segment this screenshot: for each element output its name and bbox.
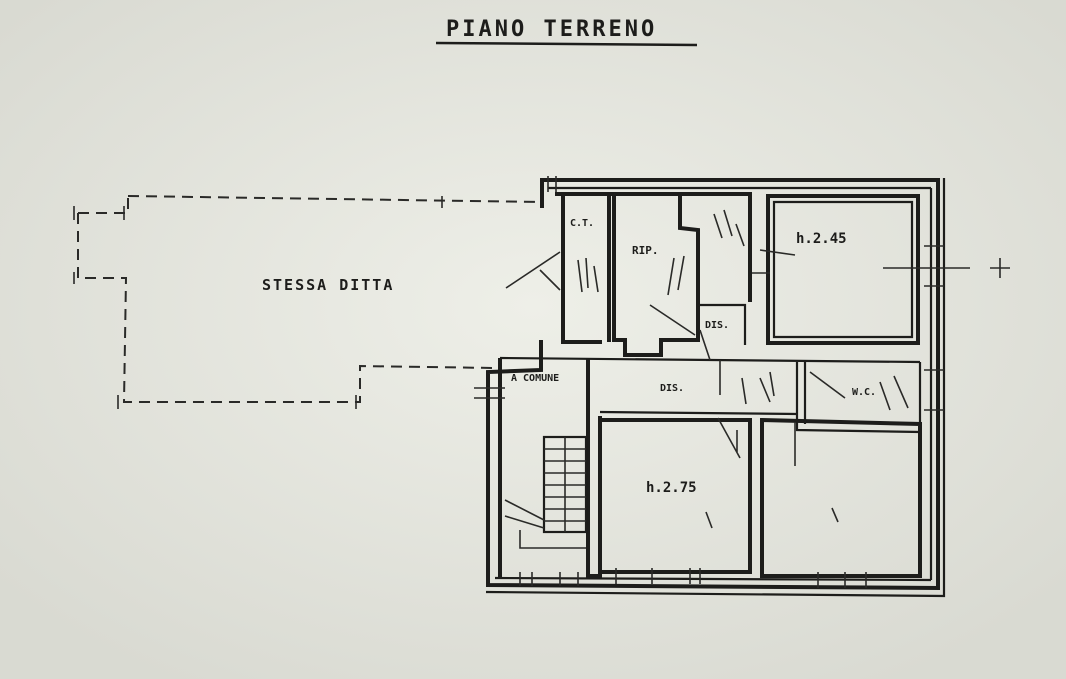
sketch-marks	[577, 209, 909, 529]
label-a-comune: A COMUNE	[511, 373, 559, 384]
label-dis: DIS.	[660, 383, 684, 394]
title-underline	[435, 41, 698, 47]
outer-walls	[485, 178, 946, 598]
label-ct: C.T.	[570, 218, 594, 229]
label-h275: h.2.75	[646, 480, 697, 496]
door-swings	[474, 249, 1010, 466]
upper-rooms	[555, 192, 920, 357]
label-wc: W.C.	[852, 387, 876, 398]
label-dis-small: DIS.	[705, 320, 729, 331]
label-stessa-ditta: STESSA DITTA	[262, 276, 394, 294]
neighbour-area-outline	[73, 195, 541, 409]
label-h245: h.2.45	[796, 231, 847, 247]
label-rip: RIP.	[632, 244, 659, 257]
staircase	[504, 435, 588, 549]
window-marks	[519, 176, 944, 588]
plan-title: PIANO TERRENO	[446, 17, 657, 42]
